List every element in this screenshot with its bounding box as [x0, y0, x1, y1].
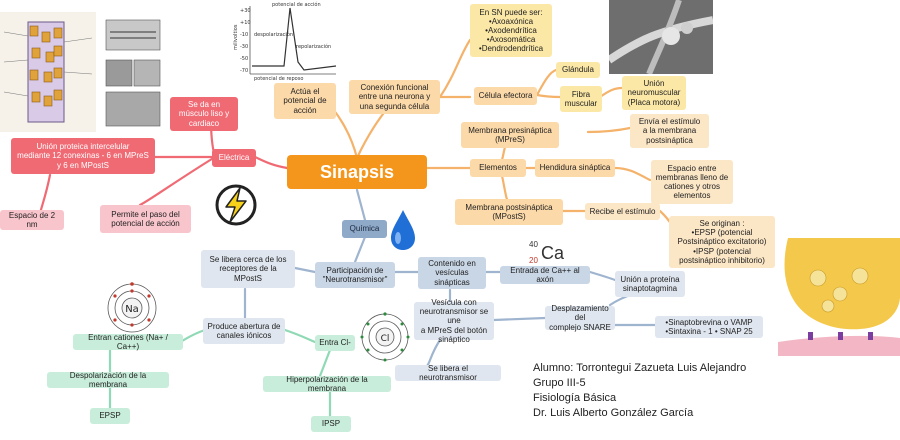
node-produce-abertura: Produce abertura de canales iónicos	[203, 318, 285, 344]
node-desplazamiento-snare: Desplazamiento del complejo SNARE	[545, 304, 615, 332]
sn-types-title: En SN puede ser:	[479, 7, 543, 17]
node-musculo-liso: Se da en músculo liso y cardiaco	[170, 97, 238, 131]
calcium-number: 20	[529, 256, 538, 265]
sodium-label: Na	[125, 304, 139, 315]
node-celula-efectora: Célula efectora	[474, 87, 537, 105]
node-union-sinaptotagmina: Unión a proteína sinaptotagmina	[615, 271, 685, 297]
action-potential-graph: +30 +10 -10 -30 -50 -70 potencial de acc…	[232, 0, 338, 82]
chlorine-atom-diagram: Cl	[360, 312, 410, 362]
tick-label-2: +10	[240, 20, 251, 26]
node-conexion-funcional: Conexión funcional entre una neurona y u…	[349, 80, 440, 114]
node-ipsp: IPSP	[311, 416, 351, 432]
sn-type-3: •Axosomática	[486, 35, 536, 45]
node-libera-neurotransmisor: Se libera el neurotransmisor	[395, 364, 501, 382]
synapse-illustration	[778, 238, 900, 356]
node-membrana-postsinaptica: Membrana postsináptica (MPostS)	[455, 199, 563, 225]
credit-teacher: Dr. Luis Alberto González García	[533, 407, 694, 419]
neuromuscular-micrograph	[609, 0, 713, 74]
node-union-proteica: Unión proteica intercelular mediante 12 …	[11, 138, 155, 174]
node-envia-estimulo: Envía el estímulo a la membrana postsiná…	[630, 114, 709, 148]
tick-label-3: -10	[240, 32, 248, 38]
credit-group: Grupo III-5	[533, 377, 586, 389]
node-quimica: Química	[342, 220, 387, 238]
lightning-icon	[214, 183, 258, 227]
node-contenido-vesiculas: Contenido en vesículas sinápticas	[418, 257, 486, 289]
tick-label-4: -30	[240, 44, 248, 50]
node-hiperpolarizacion: Hiperpolarización de la membrana	[263, 375, 391, 393]
central-topic: Sinapsis	[287, 155, 427, 189]
sn-type-2: •Axodendrítica	[485, 25, 537, 35]
depol-label: despolarización	[254, 31, 293, 38]
repol-label: repolarización	[296, 43, 331, 50]
node-fibra-muscular: Fibra muscular	[560, 86, 602, 112]
micrograph-panels	[100, 12, 170, 132]
tick-label-6: -70	[240, 68, 248, 74]
node-epsp: EPSP	[90, 408, 130, 424]
node-entran-cationes: Entran cationes (Na+ / Ca++)	[73, 333, 183, 351]
node-vesicula: Vesícula con neurotransmisor se une a MP…	[414, 298, 494, 344]
tick-label-1: +30	[240, 8, 251, 14]
rest-label: potencial de reposo	[254, 76, 303, 82]
credit-student: Alumno: Torrontegui Zazueta Luis Alejand…	[533, 362, 747, 374]
credit-course: Fisiología Básica	[533, 392, 617, 404]
peak-label: potencial de acción	[272, 1, 321, 8]
node-elementos: Elementos	[470, 159, 526, 177]
chlorine-label: Cl	[381, 334, 390, 344]
node-entrada-ca: Entrada de Ca++ al axón	[500, 266, 590, 284]
y-axis-label: milivoltios	[233, 24, 239, 50]
node-glandula: Glándula	[556, 62, 600, 78]
node-permite-paso: Permite el paso del potencial de acción	[100, 205, 191, 233]
credits-block: Alumno: Torrontegui Zazueta Luis Alejand…	[533, 361, 746, 421]
gap-junction-illustration	[0, 12, 96, 132]
calcium-letters: Ca	[541, 243, 565, 263]
sn-type-1: •Axoaxónica	[488, 16, 534, 26]
node-hendidura: Hendidura sináptica	[535, 159, 615, 177]
node-sinaptobrevina: •Sinaptobrevina o VAMP •Sintaxina - 1 • …	[655, 316, 763, 338]
node-entra-cl: Entra Cl-	[315, 335, 355, 351]
node-espacio-entre: Espacio entre membranas lleno de catione…	[651, 160, 733, 204]
tick-label-5: -50	[240, 56, 248, 62]
node-participacion: Participación de "Neurotransmisor"	[315, 262, 395, 288]
node-electrica: Eléctrica	[212, 149, 256, 167]
node-union-neuromuscular: Unión neuromuscular (Placa motora)	[622, 76, 686, 110]
node-libera-cerca: Se libera cerca de los receptores de la …	[201, 250, 295, 288]
node-actua-potencial: Actúa el potencial de acción	[274, 83, 336, 119]
sodium-atom-diagram: Na	[104, 282, 160, 334]
node-sn-types: En SN puede ser: •Axoaxónica •Axodendrít…	[470, 4, 552, 57]
node-recibe-estimulo: Recibe el estímulo	[585, 203, 660, 220]
node-membrana-presinaptica: Membrana presináptica (MPreS)	[461, 122, 559, 148]
calcium-mass: 40	[529, 240, 538, 249]
sn-type-4: •Dendrodendrítica	[478, 44, 544, 54]
node-espacio-2nm: Espacio de 2 nm	[0, 210, 64, 230]
node-se-originan: Se originan : •EPSP (potencial Postsináp…	[669, 216, 775, 268]
node-despolarizacion: Despolarización de la membrana	[47, 371, 169, 389]
water-drop-icon	[388, 208, 418, 252]
